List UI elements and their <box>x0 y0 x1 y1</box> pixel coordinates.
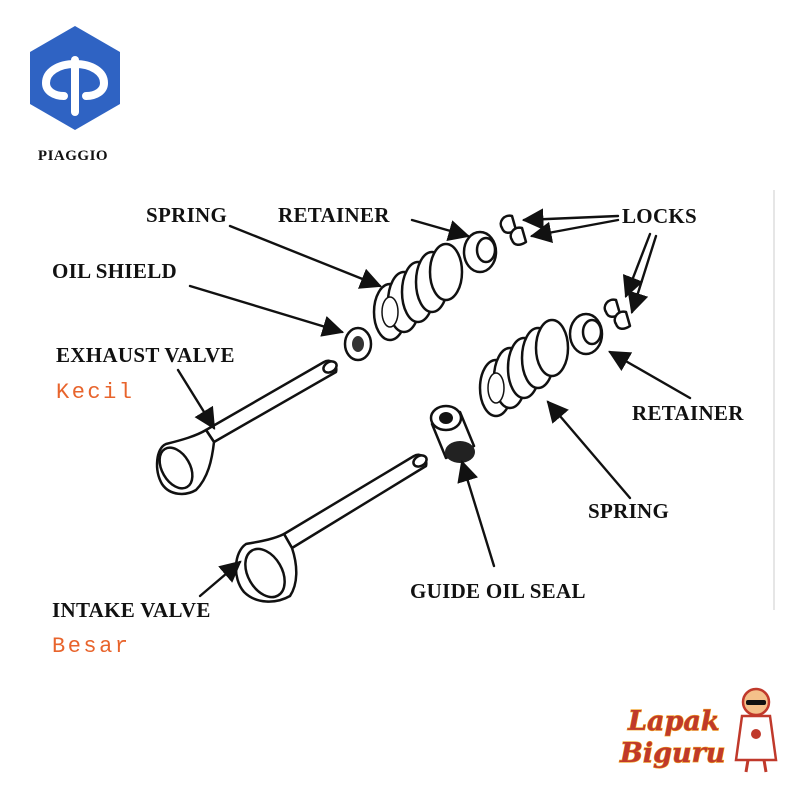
label-retainer-top: RETAINER <box>278 203 390 227</box>
note-intake-large: Besar <box>52 634 131 659</box>
leader-spring-right <box>548 402 630 498</box>
label-spring-top: SPRING <box>146 203 227 227</box>
intake-valve-part <box>236 453 429 604</box>
mascot-figure-icon <box>736 689 776 772</box>
label-intake-valve: INTAKE VALVE <box>52 598 211 622</box>
leader-locks-b <box>532 220 618 236</box>
label-guide-oil-seal: GUIDE OIL SEAL <box>410 579 586 603</box>
guide-oil-seal-part <box>431 406 475 463</box>
piaggio-logo: PIAGGIO <box>30 26 120 164</box>
retainer-right-part <box>570 314 602 354</box>
exhaust-valve-part <box>153 359 339 494</box>
watermark-line2: Biguru <box>619 738 725 769</box>
leader-locks-a <box>524 216 618 220</box>
leader-oil-shield <box>190 286 342 332</box>
leader-spring-top <box>230 226 380 286</box>
label-retainer-right: RETAINER <box>632 401 744 425</box>
locks-top-part <box>501 216 526 245</box>
label-exhaust-valve: EXHAUST VALVE <box>56 343 235 367</box>
label-spring-right: SPRING <box>588 499 669 523</box>
leader-guide-oil-seal <box>462 462 494 566</box>
note-exhaust-small: Kecil <box>56 380 135 405</box>
locks-right-part <box>605 300 630 329</box>
leader-exhaust-valve <box>178 370 214 428</box>
spring-right-part <box>480 320 568 416</box>
lapak-biguru-watermark: Lapak Biguru <box>619 689 776 772</box>
leader-retainer-top <box>412 220 468 236</box>
spring-top-part <box>374 244 462 340</box>
leader-intake-valve <box>200 562 240 596</box>
oil-shield-part <box>345 328 371 360</box>
label-oil-shield: OIL SHIELD <box>52 259 177 283</box>
label-locks: LOCKS <box>622 204 697 228</box>
retainer-top-part <box>464 232 496 272</box>
leader-retainer-right <box>610 352 690 398</box>
brand-name: PIAGGIO <box>38 148 108 164</box>
watermark-line1: Lapak <box>627 706 720 737</box>
